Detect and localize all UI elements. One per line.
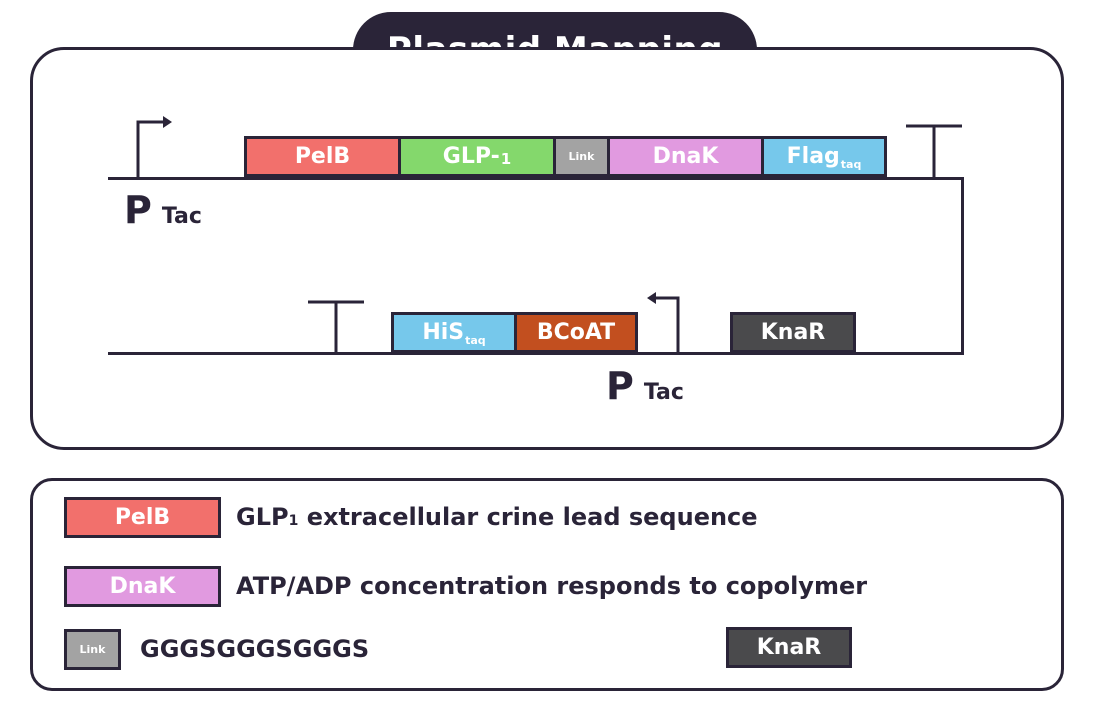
legend-dnak-text: ATP/ADP concentration responds to copoly… (236, 572, 868, 600)
promoter-arrow-icon (136, 116, 172, 178)
legend-knar-box: KnaR (726, 627, 852, 668)
terminator-icon (308, 300, 364, 354)
gene-dnak: DnaK (607, 136, 764, 177)
legend-dnak-box: DnaK (64, 566, 221, 607)
gene-bcoat: BCoAT (514, 312, 638, 353)
top-strand-line (108, 177, 964, 180)
promoter-arrow-icon (647, 292, 680, 354)
gene-pelb: PelB (244, 136, 401, 177)
plasmid-map-panel (30, 47, 1064, 450)
gene-glp1: GLP-1 (398, 136, 556, 177)
bottom-strand-line (108, 352, 964, 355)
terminator-icon (906, 124, 962, 180)
legend-pelb-box: PelB (64, 497, 221, 538)
gene-knar: KnaR (730, 312, 856, 353)
legend-link-text: GGGSGGGSGGGS (140, 635, 370, 663)
gene-link: Link (553, 136, 610, 177)
legend-pelb-text: GLP1 extracellular crine lead sequence (236, 503, 758, 531)
legend-link-box: Link (64, 629, 121, 670)
strand-connector (961, 177, 964, 355)
